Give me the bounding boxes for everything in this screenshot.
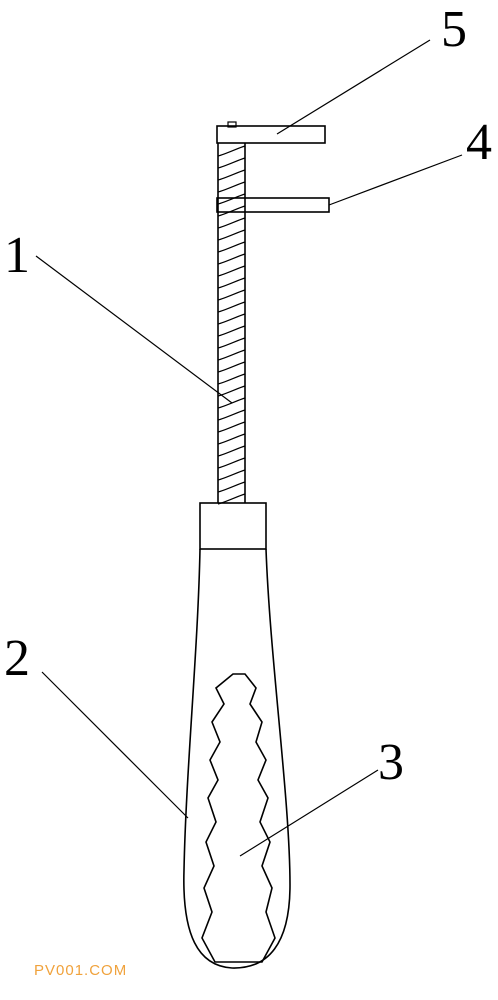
thread-turn xyxy=(217,445,246,457)
thread-turn xyxy=(217,217,246,229)
thread-turn xyxy=(217,301,246,313)
leader-line-2 xyxy=(41,671,189,819)
watermark-text: PV001.COM xyxy=(34,962,128,979)
thread-turn xyxy=(217,241,246,253)
thread-turn xyxy=(217,433,246,445)
thread-turn xyxy=(217,289,246,301)
thread-turn xyxy=(217,421,246,433)
thread-turn xyxy=(217,253,246,265)
handle-ferrule xyxy=(199,502,267,550)
callout-4: 4 xyxy=(466,114,492,171)
callout-2: 2 xyxy=(4,630,30,687)
thread-turn xyxy=(217,325,246,337)
thread-turn xyxy=(217,193,246,205)
thread-turn xyxy=(217,469,246,481)
leader-line-3 xyxy=(239,769,379,857)
thread-turn xyxy=(217,337,246,349)
top-bar-part-5 xyxy=(216,121,326,144)
leader-line-4 xyxy=(328,154,463,206)
thread-turn xyxy=(217,349,246,361)
thread-turn xyxy=(217,361,246,373)
grip-inlay-part-3 xyxy=(201,673,276,963)
thread-turn xyxy=(217,385,246,397)
callout-3: 3 xyxy=(378,734,404,791)
leader-line-1 xyxy=(35,255,233,404)
rod-threads xyxy=(217,145,246,505)
thread-turn xyxy=(217,481,246,493)
thread-turn xyxy=(217,181,246,193)
thread-turn xyxy=(217,229,246,241)
handle-body-part-2 xyxy=(183,548,291,969)
thread-turn xyxy=(217,457,246,469)
thread-turn xyxy=(217,373,246,385)
thread-turn xyxy=(217,265,246,277)
thread-turn xyxy=(217,205,246,217)
thread-turn xyxy=(217,157,246,169)
thread-turn xyxy=(217,145,246,157)
thread-turn xyxy=(217,277,246,289)
threaded-rod-part-1 xyxy=(217,143,246,505)
callout-1: 1 xyxy=(4,227,30,284)
thread-turn xyxy=(217,169,246,181)
leader-lines xyxy=(35,39,463,857)
callout-5: 5 xyxy=(441,1,467,58)
thread-turn xyxy=(217,409,246,421)
thread-turn xyxy=(217,313,246,325)
leader-line-5 xyxy=(276,39,431,135)
